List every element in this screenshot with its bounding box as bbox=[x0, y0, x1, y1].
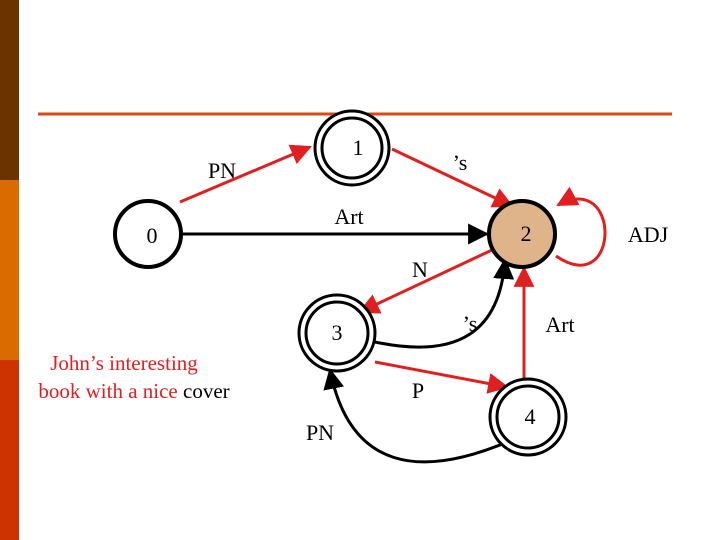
edge-label-2-2: ADJ bbox=[628, 222, 669, 247]
edge-4-3 bbox=[323, 367, 513, 464]
edge-label-0-2: Art bbox=[334, 204, 363, 229]
state-1 bbox=[313, 109, 391, 187]
edge-label-2-3: N bbox=[412, 257, 428, 282]
caption-line-1: John’s interesting bbox=[50, 351, 198, 375]
caption-line-2-red: book with a nice bbox=[38, 379, 177, 403]
edge-1-2 bbox=[391, 147, 514, 208]
edge-label-3-2: ’s bbox=[463, 311, 478, 336]
edge-2-3 bbox=[358, 248, 493, 314]
edge-2-2-loop bbox=[555, 186, 607, 267]
state-3 bbox=[297, 293, 377, 373]
edge-label-4-3: PN bbox=[306, 420, 334, 445]
edge-3-4 bbox=[374, 360, 510, 394]
sidebar-decoration bbox=[0, 0, 19, 540]
state-label-4: 4 bbox=[525, 404, 536, 429]
edge-label-3-4: P bbox=[412, 378, 424, 403]
sidebar-band-bottom bbox=[0, 360, 19, 540]
state-label-0: 0 bbox=[147, 223, 158, 248]
state-label-3: 3 bbox=[332, 320, 343, 345]
caption-line-2-black: cover bbox=[183, 379, 230, 403]
caption-line-2: book with a nice cover bbox=[38, 379, 229, 403]
sidebar-band-middle bbox=[0, 180, 19, 360]
state-label-1: 1 bbox=[353, 135, 364, 160]
edge-label-0-1: PN bbox=[208, 158, 236, 183]
edge-label-1-2: ’s bbox=[453, 150, 468, 175]
state-4 bbox=[488, 377, 568, 457]
state-label-2: 2 bbox=[521, 221, 532, 246]
sidebar-band-top bbox=[0, 0, 19, 180]
edge-0-1 bbox=[179, 144, 312, 204]
edge-label-4-2: Art bbox=[545, 312, 574, 337]
edge-3-2 bbox=[374, 257, 515, 349]
state-0 bbox=[113, 199, 183, 269]
state-2 bbox=[487, 199, 557, 269]
